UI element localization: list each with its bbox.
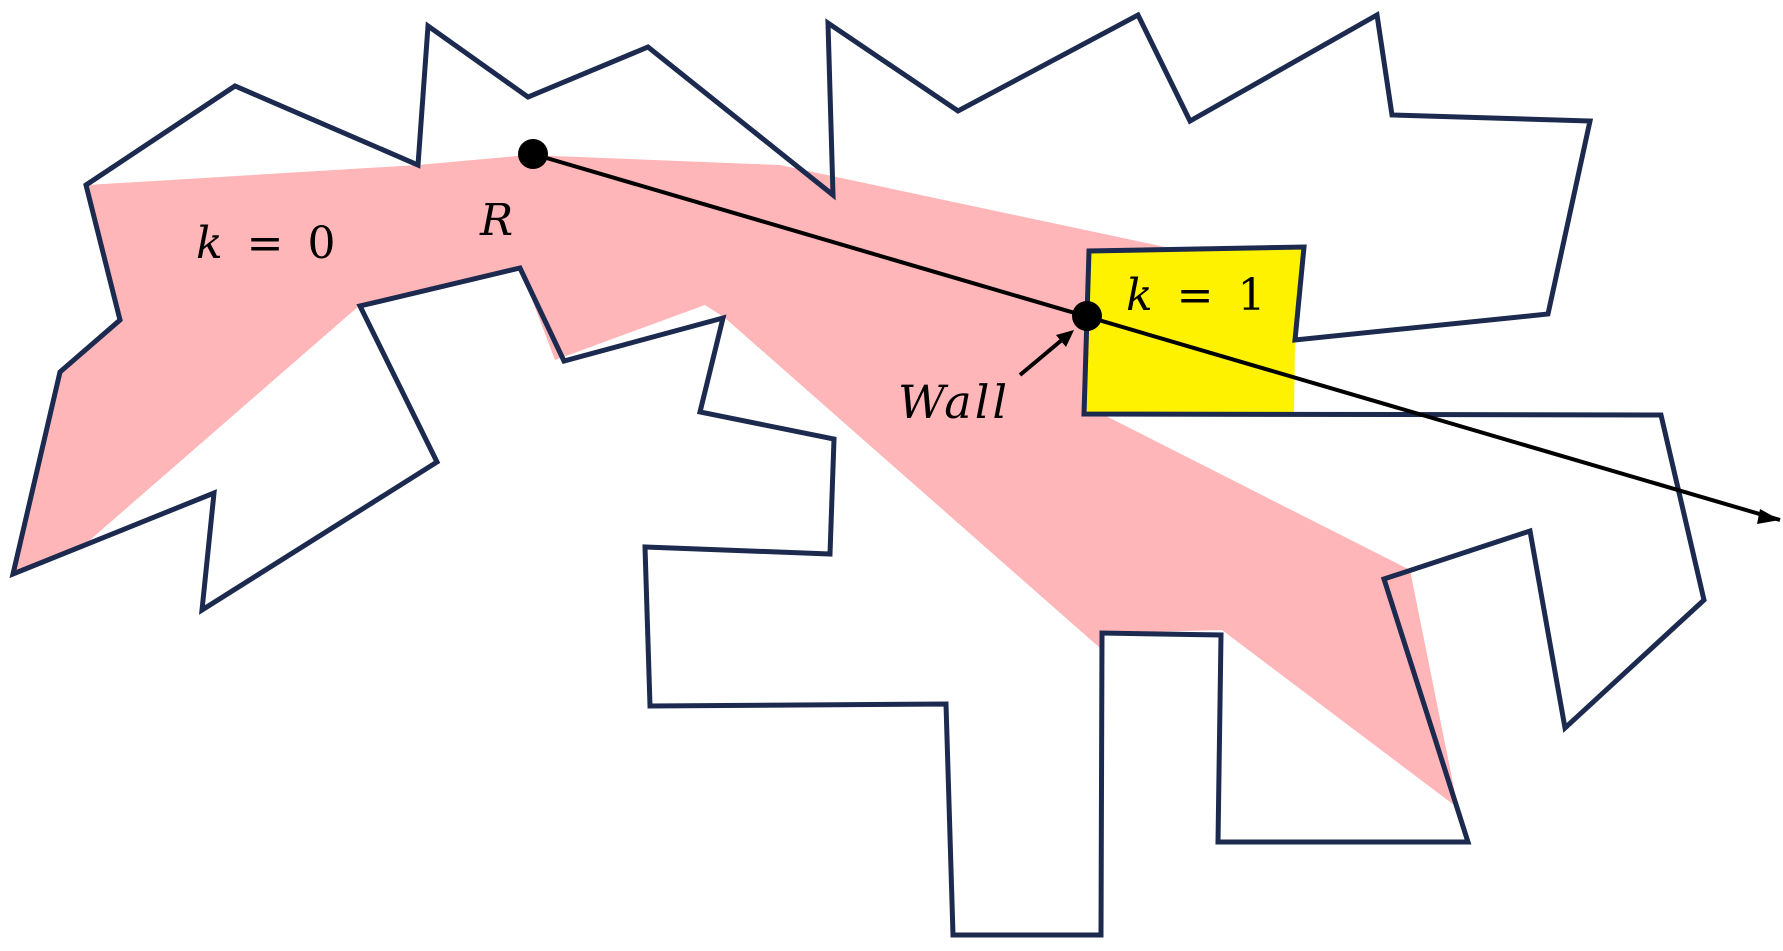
label-wall: Wall bbox=[898, 375, 1010, 429]
label-k0-num: 0 bbox=[308, 218, 336, 269]
label-k1: k = 1 bbox=[1126, 270, 1266, 321]
highlight-region-k1 bbox=[1087, 248, 1303, 414]
wall-pointer-arrowhead bbox=[1056, 330, 1074, 347]
wall-point bbox=[1072, 301, 1102, 331]
ray-segment bbox=[532, 152, 1781, 522]
label-k1-eq: = bbox=[1177, 270, 1214, 321]
label-robot: R bbox=[479, 195, 513, 246]
label-k1-num: 1 bbox=[1238, 270, 1266, 321]
label-k0-var: k bbox=[196, 218, 223, 269]
wall-pointer-line bbox=[1018, 337, 1065, 377]
ray-arrowhead bbox=[1757, 509, 1780, 524]
label-k0-eq: = bbox=[247, 218, 284, 269]
environment-polygon bbox=[9, 11, 1707, 938]
label-k1-var: k bbox=[1126, 270, 1153, 321]
label-k0: k = 0 bbox=[196, 218, 336, 269]
robot-point bbox=[518, 139, 548, 169]
